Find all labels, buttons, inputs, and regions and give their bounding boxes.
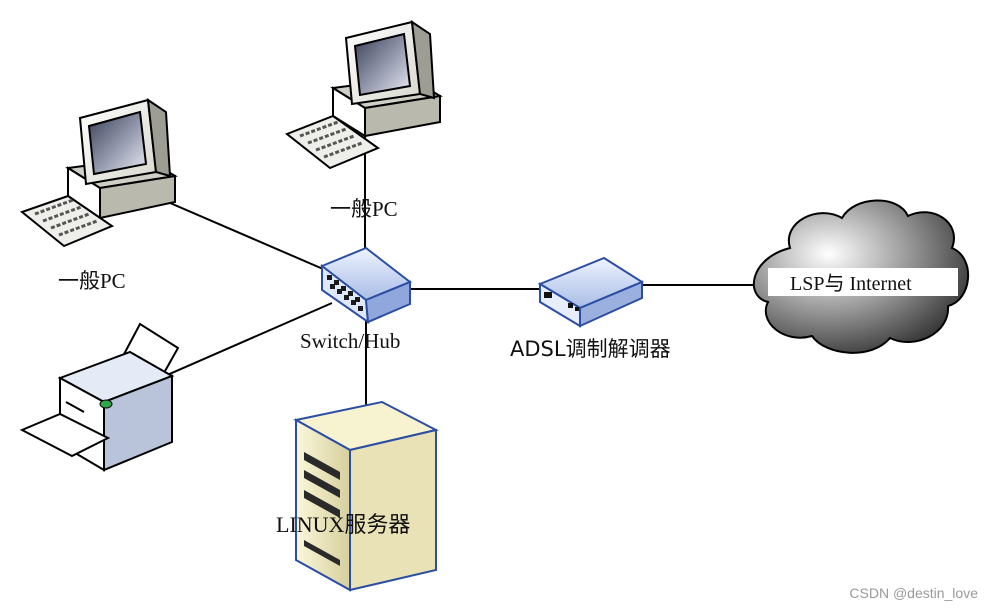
switch-label: Switch/Hub [300, 329, 400, 353]
pc-left: 一般PC [19, 97, 178, 293]
printer [19, 322, 180, 472]
switch-hub: Switch/Hub [300, 246, 412, 353]
modem-icon [537, 256, 645, 328]
internet-cloud: LSP与 Internet [752, 199, 969, 354]
adsl-modem: ADSL调制解调器 [510, 256, 671, 361]
pc-top-computer-icon [285, 19, 443, 170]
links [109, 120, 790, 500]
internet-label-bg [768, 268, 958, 296]
pc-left-label: 一般PC [58, 269, 126, 293]
pc-left-computer-icon [19, 97, 178, 248]
internet-label: LSP与 Internet [790, 272, 912, 295]
pc-top: 一般PC [285, 19, 443, 221]
modem-label: ADSL调制解调器 [510, 337, 671, 361]
server-icon [293, 400, 439, 592]
switch-icon [320, 246, 412, 325]
pc-top-label: 一般PC [330, 197, 398, 221]
linux-server: LINUX服务器 [276, 400, 439, 592]
server-label: LINUX服务器 [276, 512, 410, 537]
printer-icon [19, 322, 180, 472]
watermark: CSDN @destin_love [849, 585, 978, 601]
